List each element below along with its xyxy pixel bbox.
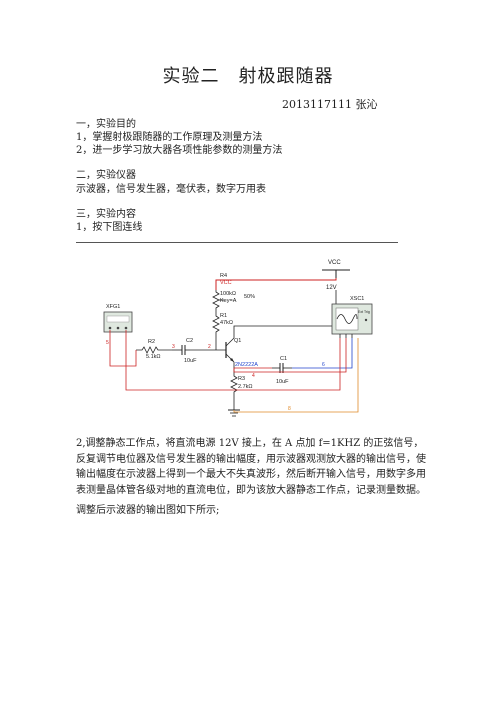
divider-line <box>76 242 398 243</box>
r2-resistor: R2 5.1kΩ 3 <box>136 339 175 360</box>
section-1-item-1: 1，掌握射极跟随器的工作原理及测量方法 <box>76 132 263 143</box>
vcc-source: VCC 12V <box>322 260 350 291</box>
section-2-body: 示波器，信号发生器，毫伏表，数字万用表 <box>76 184 266 195</box>
r4-potentiometer: R4 VCC 100kΩ Key=A 50% <box>212 273 255 312</box>
c1-capacitor: C1 10uF <box>272 356 292 385</box>
net-4-label: 4 <box>252 373 255 379</box>
author-line: 2013117111 张沁 <box>282 98 378 111</box>
r1-value: 47kΩ <box>220 320 233 326</box>
q1-name: Q1 <box>234 338 241 344</box>
r4-value: 100kΩ <box>220 291 236 297</box>
r1-resistor: R1 47kΩ <box>212 312 233 338</box>
c2-name: C2 <box>186 338 193 344</box>
c2-capacitor: C2 10uF <box>172 338 197 364</box>
xsc1-name: XSC1 <box>350 296 364 302</box>
q1-model: 2N2222A <box>235 362 258 368</box>
r1-name: R1 <box>220 313 227 319</box>
circuit-diagram: VCC 12V R4 VCC 100kΩ Key=A 50% R1 47kΩ 2… <box>103 260 373 417</box>
vcc-label: VCC <box>328 260 341 266</box>
section-1-item-2: 2，进一步学习放大器各项性能参数的测量方法 <box>76 145 283 156</box>
page-title: 实验二 射极跟随器 <box>162 66 334 87</box>
r4-key: Key=A <box>220 298 237 304</box>
net-5-label: 5 <box>106 340 109 346</box>
r3-value: 2.7kΩ <box>238 384 253 390</box>
section-3-heading: 三，实验内容 <box>76 209 136 220</box>
c1-value: 10uF <box>276 379 289 385</box>
net-6-label: 6 <box>322 362 325 368</box>
r4-net: VCC <box>220 280 232 286</box>
xfg1-name: XFG1 <box>106 304 120 310</box>
r4-percent: 50% <box>244 294 255 300</box>
r3-name: R3 <box>238 376 245 382</box>
r4-name: R4 <box>220 273 227 279</box>
section-2-heading: 二，实验仪器 <box>76 170 136 181</box>
c2-value: 10uF <box>184 358 197 364</box>
xsc1-oscilloscope: XSC1 Ext Trig <box>331 296 373 338</box>
section-3-item-1: 1，按下图连线 <box>76 222 143 233</box>
c1-name: C1 <box>280 356 287 362</box>
section-1-heading: 一，实验目的 <box>76 119 136 130</box>
after-note: 调整后示波器的输出图如下所示; <box>76 505 220 516</box>
xfg1-function-generator: XFG1 <box>103 304 133 333</box>
vcc-value: 12V <box>326 285 337 291</box>
q1-transistor: Q1 2N2222A <box>225 330 258 368</box>
r2-name: R2 <box>148 339 155 345</box>
net-3-label: 3 <box>172 344 175 350</box>
r3-resistor: R3 2.7kΩ <box>230 374 253 402</box>
net-2-label: 2 <box>208 344 211 350</box>
step-2-paragraph: 2,调整静态工作点，将直流电源 12V 接上，在 A 点加 f=1KHZ 的正弦… <box>76 438 426 496</box>
xsc1-ext-label: Ext Trig <box>358 310 370 314</box>
r2-value: 5.1kΩ <box>146 354 161 360</box>
net-8-label: 8 <box>288 406 291 412</box>
